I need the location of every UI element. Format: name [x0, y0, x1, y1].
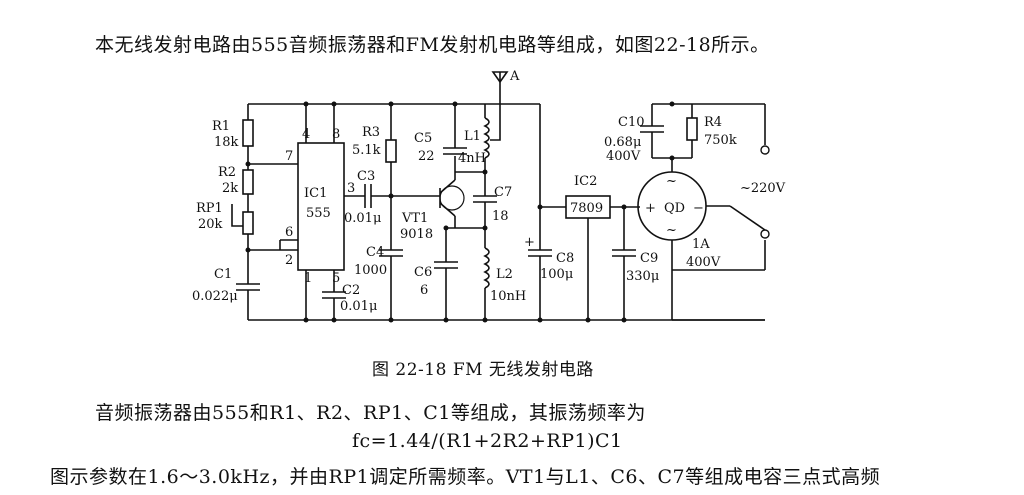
c5-value: 22	[418, 149, 435, 164]
c3-value: 0.01μ	[344, 211, 381, 226]
bridge-tilde-top: ~	[666, 174, 677, 189]
rp1-value: 20k	[198, 217, 223, 232]
c2-value: 0.01μ	[340, 299, 377, 314]
bridge-voltage: 400V	[686, 255, 721, 270]
pin-3: 3	[347, 181, 355, 196]
r3-value: 5.1k	[352, 143, 381, 158]
r1-value: 18k	[214, 135, 239, 150]
bridge-plus: +	[645, 201, 656, 216]
l2-value: 10nH	[490, 289, 526, 304]
c10-value: 0.68μ	[604, 135, 641, 150]
ic1-label: IC1	[304, 186, 327, 201]
frequency-formula: fc=1.44/(R1+2R2+RP1)C1	[352, 430, 623, 452]
c3-label: C3	[357, 169, 375, 184]
r2-label: R2	[218, 165, 236, 180]
l1-label: L1	[464, 129, 481, 144]
c7-label: C7	[494, 185, 512, 200]
vt1-value: 9018	[400, 227, 433, 242]
ic1-value: 555	[306, 206, 331, 221]
pin-7: 7	[285, 149, 293, 164]
c1-label: C1	[214, 267, 232, 282]
c9-label: C9	[640, 251, 658, 266]
c9-value: 330μ	[626, 269, 659, 284]
r1-label: R1	[212, 119, 230, 134]
pin-4: 4	[302, 127, 310, 142]
bridge-label: QD	[664, 201, 685, 216]
ic2-label: IC2	[574, 174, 597, 189]
paragraph-oscillator: 音频振荡器由555和R1、R2、RP1、C1等组成，其振荡频率为	[95, 402, 646, 424]
l1-value: 4nH	[458, 151, 486, 166]
c5-label: C5	[414, 131, 432, 146]
c10-voltage: 400V	[606, 149, 641, 164]
c4-value: 1000	[354, 263, 387, 278]
pin-5: 5	[332, 271, 340, 286]
r3-label: R3	[362, 125, 380, 140]
pin-2: 2	[285, 253, 293, 268]
r4-label: R4	[704, 115, 722, 130]
figure-caption: 图 22-18 FM 无线发射电路	[372, 360, 594, 380]
antenna-label: A	[509, 69, 520, 84]
c6-label: C6	[414, 265, 432, 280]
c8-label: C8	[556, 251, 574, 266]
pin-1: 1	[304, 271, 312, 286]
bridge-current: 1A	[692, 237, 710, 252]
bridge-tilde-bottom: ~	[666, 223, 677, 238]
rp1-label: RP1	[196, 201, 223, 216]
r2-value: 2k	[222, 181, 238, 196]
c4-label: C4	[366, 245, 384, 260]
l2-label: L2	[496, 267, 513, 282]
pin-6: 6	[285, 225, 293, 240]
c8-value: 100μ	[540, 267, 573, 282]
ac-input-label: ~220V	[740, 181, 786, 196]
bridge-minus: −	[693, 201, 704, 216]
c8-plus: +	[524, 235, 535, 250]
fm-transmitter-circuit-diagram: R1 18k R2 2k RP1 20k C1 0.022μ IC1 555 4…	[192, 69, 786, 323]
c2-label: C2	[342, 283, 360, 298]
pin-8: 8	[332, 127, 340, 142]
ic2-value: 7809	[570, 201, 603, 216]
c6-value: 6	[420, 283, 428, 298]
paragraph-params: 图示参数在1.6～3.0kHz，并由RP1调定所需频率。VT1与L1、C6、C7…	[50, 466, 881, 488]
c1-value: 0.022μ	[192, 289, 238, 304]
r4-value: 750k	[704, 133, 737, 148]
c7-value: 18	[492, 209, 509, 224]
c10-label: C10	[618, 115, 645, 130]
vt1-label: VT1	[401, 211, 428, 226]
intro-text: 本无线发射电路由555音频振荡器和FM发射机电路等组成，如图22-18所示。	[95, 34, 770, 56]
